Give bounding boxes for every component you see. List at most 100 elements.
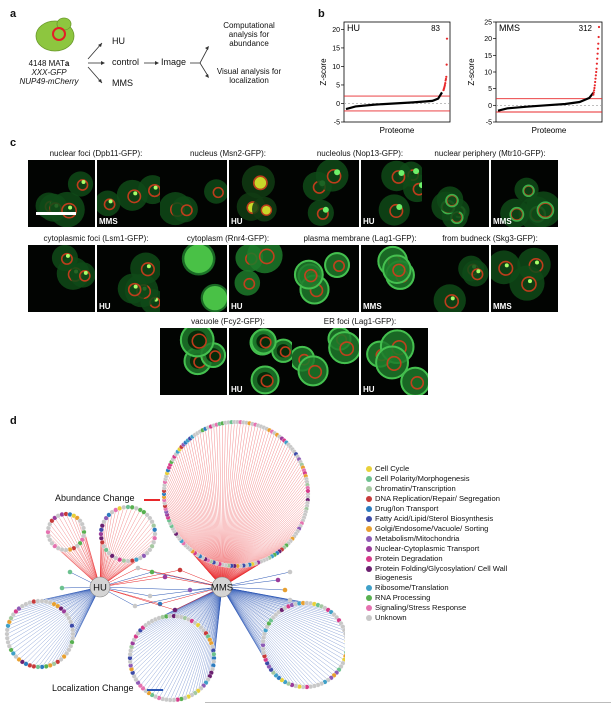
legend-swatch	[366, 594, 372, 601]
gene-node	[4, 635, 10, 641]
edge	[213, 586, 223, 655]
y-tick-label: 5	[488, 86, 492, 93]
edge	[166, 473, 223, 588]
micrograph-control	[28, 245, 95, 312]
legend-swatch	[366, 565, 372, 572]
outlier-point	[594, 74, 597, 77]
edge	[99, 529, 155, 588]
edge	[221, 422, 232, 588]
edge	[148, 586, 223, 694]
y-tick-label: -5	[486, 120, 492, 127]
legend-label: Chromatin/Transcription	[375, 484, 456, 493]
gene-node	[61, 608, 67, 614]
edge	[188, 586, 223, 697]
outlier-point	[596, 52, 599, 55]
outlier-point	[592, 93, 595, 96]
edge	[57, 586, 101, 662]
gene-node	[147, 515, 153, 521]
edge	[171, 461, 223, 588]
edge	[163, 493, 223, 588]
plot-frame	[343, 21, 451, 123]
gene-node	[70, 627, 76, 633]
legend-label: Protein Folding/Glycosylation/ Cell Wall…	[375, 564, 508, 582]
treatment-mms: MMS	[112, 78, 133, 88]
edge	[221, 586, 264, 638]
outlier-point	[445, 75, 448, 78]
edge	[221, 481, 308, 588]
micrograph-treated: HU	[229, 328, 296, 395]
edge	[221, 422, 247, 588]
gene-node	[113, 555, 119, 561]
edge	[18, 586, 101, 660]
edge	[221, 423, 253, 588]
legend-item: Signaling/Stress Response	[366, 603, 546, 612]
gene-node	[13, 654, 19, 660]
edge	[221, 499, 308, 588]
y-tick-label: 15	[332, 45, 340, 52]
gene-cluster	[98, 504, 158, 588]
edge	[163, 490, 223, 588]
localization-line-key	[147, 689, 163, 691]
y-tick-label: 10	[484, 70, 492, 77]
legend-label: Protein Degradation	[375, 554, 443, 563]
edge	[158, 586, 223, 699]
tile-title: nuclear periphery (Mtr10-GFP):	[434, 149, 546, 158]
tile-title: from budneck (Skg3-GFP):	[442, 234, 538, 243]
edge	[99, 507, 124, 588]
edge	[145, 586, 223, 691]
tile-title: nuclear foci (Dpb11-GFP):	[49, 149, 143, 158]
edge	[135, 586, 223, 637]
outlier-point	[597, 42, 600, 45]
gene-node	[129, 558, 135, 564]
gene-node	[101, 519, 107, 525]
gene-node	[147, 593, 153, 599]
gene-cluster	[221, 586, 345, 690]
micrograph-control	[160, 160, 227, 227]
edge	[172, 459, 223, 588]
gene-node	[81, 525, 86, 531]
gene-node	[5, 639, 11, 645]
abundance-line-key	[144, 499, 160, 501]
edge	[99, 525, 154, 588]
gene-node	[125, 504, 131, 510]
edge	[77, 517, 101, 588]
edge	[54, 517, 101, 588]
treatment-label: HU	[231, 217, 243, 226]
edge	[53, 586, 101, 664]
micrograph-treated: HU	[361, 160, 428, 227]
edge	[99, 586, 191, 591]
legend-swatch	[366, 604, 372, 611]
legend-swatch	[366, 495, 372, 502]
edge	[169, 586, 223, 701]
gene-node	[187, 587, 193, 593]
edge	[164, 487, 223, 588]
microscopy-tile: nuclear periphery (Mtr10-GFP):MMS	[422, 149, 558, 227]
edge	[221, 514, 306, 588]
outlier-point	[593, 89, 596, 92]
y-tick-label: 15	[484, 53, 492, 60]
edge	[9, 586, 101, 647]
arrow-abundance	[199, 47, 209, 64]
edge	[134, 586, 223, 607]
microscopy-tile: nucleolus (Nop13-GFP):HU	[292, 149, 428, 227]
y-axis-label: Z-score	[319, 58, 328, 86]
outlier-point	[445, 63, 448, 66]
edge	[181, 586, 223, 700]
edge	[164, 505, 223, 588]
tile-title: cytoplasmic foci (Lsm1-GFP):	[43, 234, 149, 243]
edge	[221, 586, 342, 667]
tile-title: plasma membrane (Lag1-GFP):	[303, 234, 417, 243]
legend-label: Ribosome/Translation	[375, 583, 449, 592]
edge	[58, 515, 101, 588]
edge	[73, 515, 101, 588]
outlier-count: 83	[431, 24, 440, 33]
edge	[22, 586, 101, 662]
gene-node	[343, 631, 345, 637]
legend-label: Nuclear-Cytoplasmic Transport	[375, 544, 480, 553]
gene-node	[135, 565, 141, 571]
edge	[25, 586, 101, 664]
edge	[221, 586, 345, 649]
legend-item: Unknown	[366, 613, 546, 622]
edge	[221, 431, 273, 588]
